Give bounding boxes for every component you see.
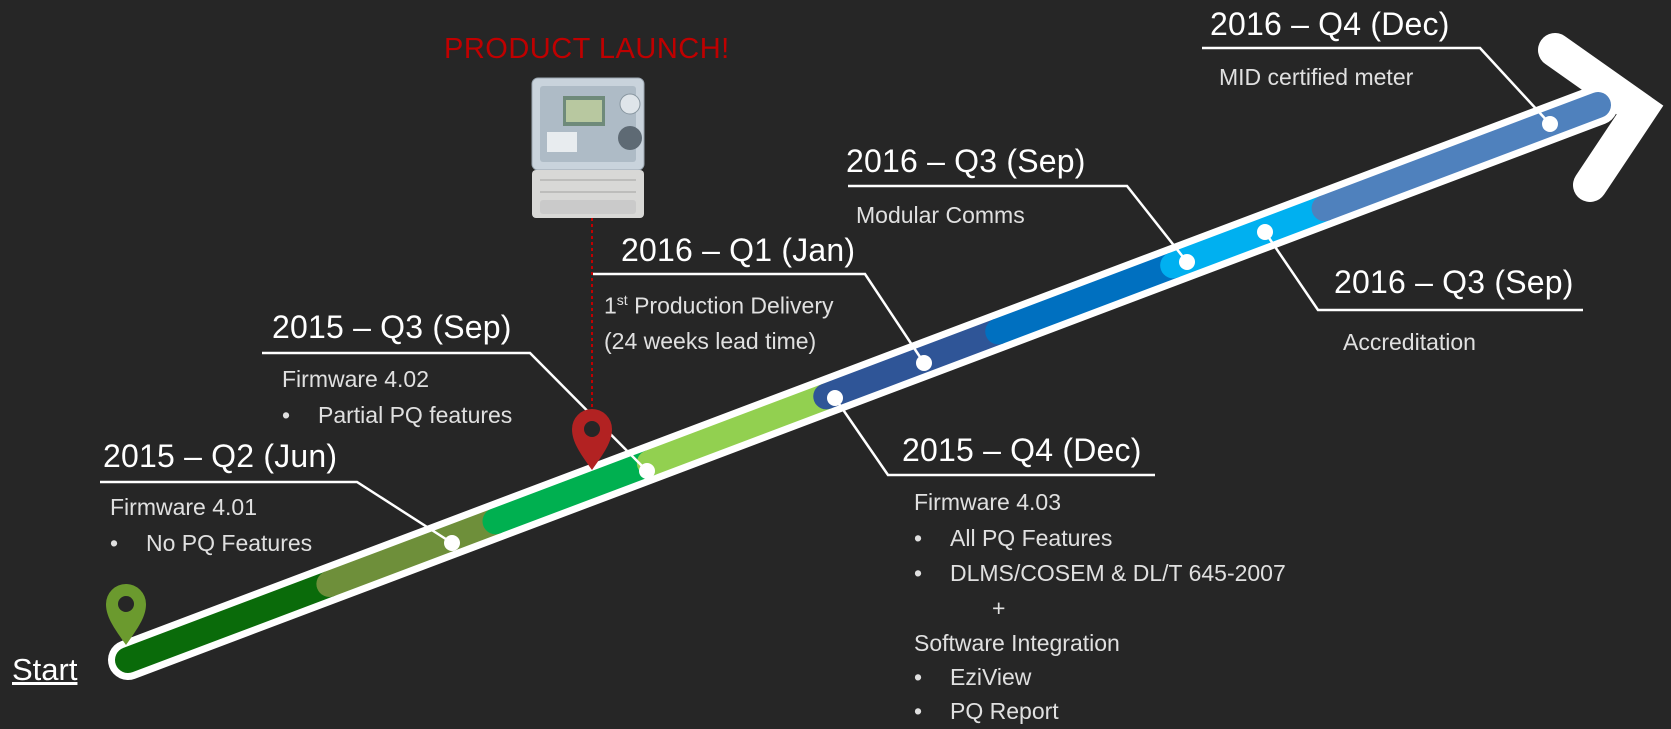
milestone-bullet: •No PQ Features (110, 530, 313, 556)
leader-q4-2016 (1202, 46, 1551, 125)
milestone-bullet: •PQ Report (914, 698, 1059, 724)
milestone-plus: + (992, 595, 1006, 621)
milestone-title-q2-2015: Firmware 4.01 (110, 494, 257, 520)
leader-q3-2016-comms (848, 184, 1188, 263)
milestone-date-q3-2015: 2015 – Q3 (Sep) (272, 309, 512, 345)
milestone-bullet: •All PQ Features (914, 525, 1113, 551)
start-pin-icon (106, 584, 146, 645)
milestone-date-q2-2015: 2015 – Q2 (Jun) (103, 438, 338, 474)
milestone-date-q4-2015: 2015 – Q4 (Dec) (902, 432, 1142, 468)
timeline-segment (636, 383, 840, 476)
timeline-segment (985, 252, 1187, 345)
milestone-subtitle-q4-2015: Software Integration (914, 630, 1120, 656)
timeline-segment (316, 508, 509, 597)
milestone-dot (916, 355, 932, 371)
milestone-bullet: •DLMS/COSEM & DL/T 645-2007 (914, 560, 1286, 586)
milestone-desc-q1-2016: 1st Production Delivery (604, 292, 834, 319)
milestone-dot (1257, 224, 1273, 240)
milestone-desc-q4-2016: MID certified meter (1219, 64, 1414, 90)
timeline-segment (115, 570, 343, 673)
timeline-segment (813, 318, 1012, 410)
milestone-title-q3-2015: Firmware 4.02 (282, 366, 429, 392)
arrow-head-icon (1538, 33, 1664, 202)
milestone-dot (827, 390, 843, 406)
milestone-dot (1179, 254, 1195, 270)
meter-product-image (531, 77, 645, 218)
leader-q1-2016 (593, 272, 926, 364)
milestone-bullet: •Partial PQ features (282, 402, 513, 428)
milestone-date-q1-2016: 2016 – Q1 (Jan) (621, 232, 856, 268)
milestone-desc-q1-2016-line2: (24 weeks lead time) (604, 328, 817, 354)
launch-pin-icon (572, 409, 612, 470)
start-label: Start (12, 652, 78, 687)
leader-q2-2015 (100, 480, 453, 545)
milestone-dot (639, 463, 655, 479)
milestone-desc-q3-2016-accred: Accreditation (1343, 329, 1476, 355)
timeline-segment (1160, 195, 1338, 279)
timeline-segment (482, 449, 663, 535)
milestone-title-q4-2015: Firmware 4.03 (914, 489, 1061, 515)
milestone-dot (444, 535, 460, 551)
milestone-desc-q3-2016-comms: Modular Comms (856, 202, 1025, 228)
milestone-dot (1542, 116, 1558, 132)
milestone-dots (444, 116, 1558, 551)
milestone-date-q3-2016-accred: 2016 – Q3 (Sep) (1334, 264, 1574, 300)
milestone-date-q4-2016: 2016 – Q4 (Dec) (1210, 6, 1450, 42)
milestone-bullet: •EziView (914, 664, 1032, 690)
milestone-date-q3-2016-comms: 2016 – Q3 (Sep) (846, 143, 1086, 179)
product-launch-label: PRODUCT LAUNCH! (444, 33, 730, 65)
leader-q4-2015 (833, 397, 1155, 477)
leader-q3-2016-accred (1263, 231, 1583, 312)
